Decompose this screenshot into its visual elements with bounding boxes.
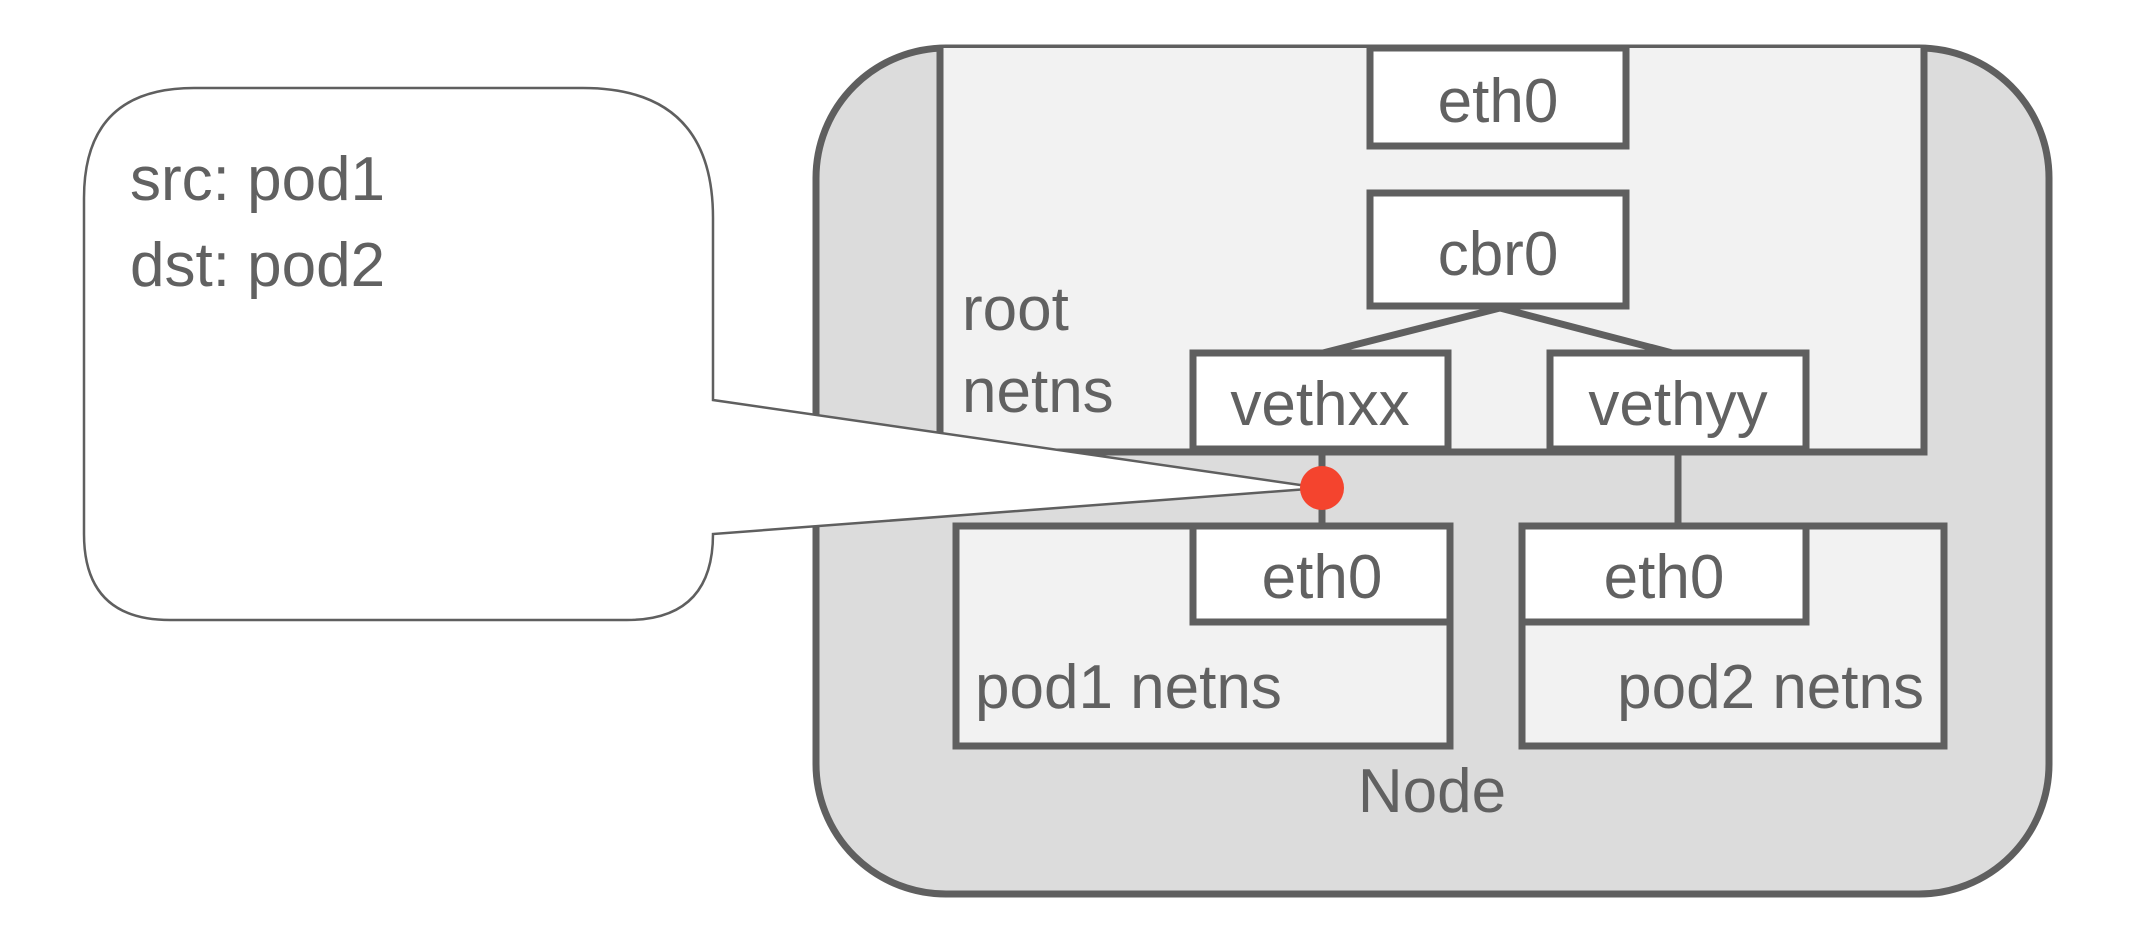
callout-src-text: src: pod1 [130, 145, 385, 214]
vethyy-label: vethyy [1588, 370, 1767, 439]
vethxx-label: vethxx [1230, 370, 1409, 439]
root-netns-label-line2: netns [962, 357, 1114, 426]
callout-bubble [82, 86, 1322, 622]
pod1-netns-box: eth0 pod1 netns [952, 522, 1454, 750]
cbr0-label: cbr0 [1438, 220, 1559, 289]
link-cbr0-vethxx [1314, 304, 1501, 359]
host-eth0-label: eth0 [1438, 67, 1559, 136]
pod1-netns-label: pod1 netns [975, 653, 1282, 722]
callout-dst-text: dst: pod2 [130, 231, 385, 300]
root-netns-label-line1: root [962, 275, 1069, 344]
root-netns-label: root netns [962, 275, 1114, 426]
pod2-netns-label: pod2 netns [1617, 653, 1924, 722]
pod2-eth0-label: eth0 [1604, 543, 1725, 612]
cbr0-bridge: cbr0 [1366, 189, 1630, 310]
vethyy-interface: vethyy [1546, 349, 1810, 453]
packet-dot-icon [1300, 466, 1344, 510]
node-label: Node [1358, 757, 1506, 826]
pod1-eth0-label: eth0 [1262, 543, 1383, 612]
pod2-netns-box: eth0 pod2 netns [1518, 522, 1948, 750]
vethxx-interface: vethxx [1189, 349, 1452, 453]
host-eth0-interface: eth0 [1366, 44, 1630, 150]
link-cbr0-vethyy [1499, 304, 1681, 359]
